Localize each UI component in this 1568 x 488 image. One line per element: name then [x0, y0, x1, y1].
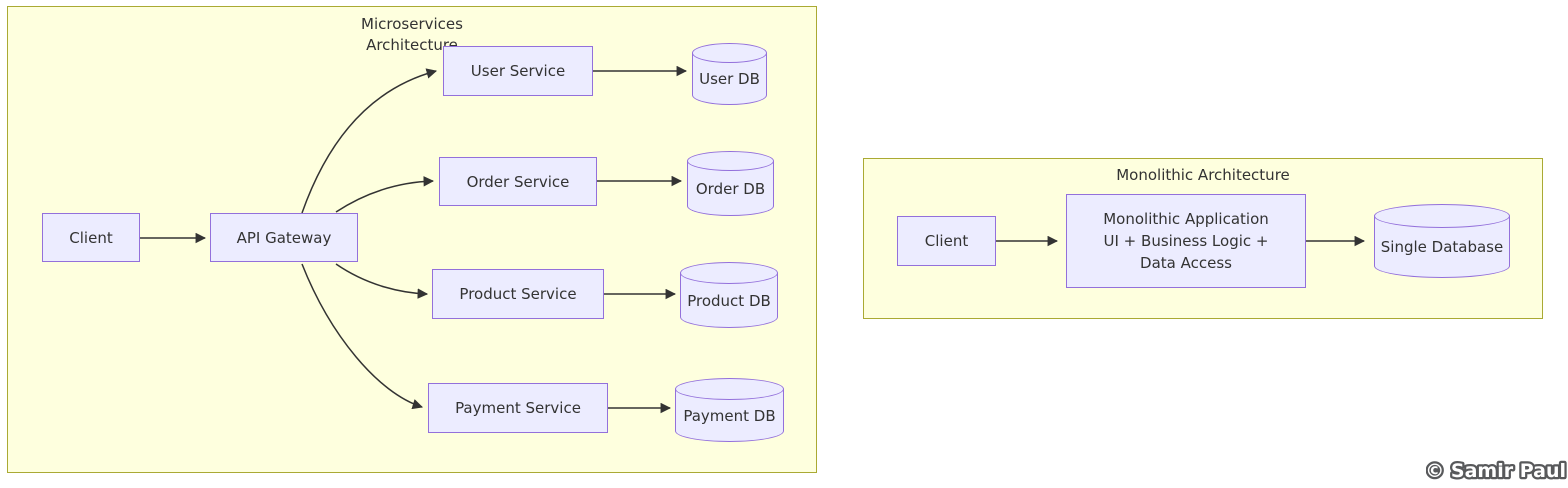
- node-client-label: Client: [69, 228, 113, 247]
- node-order-service: Order Service: [439, 157, 597, 206]
- node-user-service-label: User Service: [470, 62, 566, 80]
- microservices-cluster: Microservices Architecture: [7, 6, 817, 473]
- cylinder-top: [692, 43, 767, 63]
- node-single-database: Single Database: [1374, 204, 1510, 278]
- edge-api-gateway-to-product-service: [335, 263, 429, 299]
- node-user-db-label: User DB: [699, 70, 760, 88]
- microservices-cluster-title: Microservices Architecture: [8, 14, 816, 56]
- edge-api-gateway-to-payment-service: [301, 263, 424, 410]
- cylinder-top: [675, 378, 784, 400]
- node-order-db-label: Order DB: [695, 179, 766, 198]
- node-product-db: Product DB: [680, 262, 778, 328]
- node-api-gateway-label: API Gateway: [236, 228, 332, 247]
- node-payment-db: Payment DB: [675, 378, 784, 442]
- node-monolithic-application-line3: Data Access: [1140, 254, 1232, 272]
- node-product-service: Product Service: [432, 269, 604, 319]
- node-payment-service: Payment Service: [428, 383, 608, 433]
- microservices-title-line2: Architecture: [366, 36, 458, 54]
- node-mono-client-label: Client: [924, 232, 969, 250]
- watermark-text: © Samir Paul: [1426, 460, 1566, 482]
- microservices-title-line1: Microservices: [361, 15, 463, 33]
- node-payment-db-label: Payment DB: [683, 406, 776, 425]
- node-order-service-label: Order Service: [466, 172, 570, 191]
- watermark: © Samir Paul: [1426, 458, 1568, 485]
- node-mono-client: Client: [897, 216, 996, 266]
- node-single-database-label: Single Database: [1380, 238, 1504, 256]
- edge-api-gateway-to-user-service: [301, 68, 438, 214]
- node-user-service: User Service: [443, 46, 593, 96]
- node-user-db: User DB: [692, 43, 767, 105]
- cylinder-top: [1374, 204, 1510, 228]
- node-monolithic-application-line1: Monolithic Application: [1103, 210, 1269, 228]
- node-product-service-label: Product Service: [459, 285, 577, 303]
- node-payment-service-label: Payment Service: [455, 399, 581, 417]
- node-monolithic-application-line2: UI + Business Logic +: [1103, 232, 1269, 250]
- cylinder-top: [687, 151, 774, 171]
- cylinder-top: [680, 262, 778, 284]
- monolithic-cluster-title: Monolithic Architecture: [1116, 166, 1290, 184]
- node-product-db-label: Product DB: [687, 291, 771, 310]
- edge-api-gateway-to-order-service: [335, 176, 435, 213]
- node-order-db: Order DB: [687, 151, 774, 216]
- node-api-gateway: API Gateway: [210, 213, 358, 262]
- node-client: Client: [42, 213, 140, 262]
- node-monolithic-application: Monolithic Application UI + Business Log…: [1066, 194, 1306, 288]
